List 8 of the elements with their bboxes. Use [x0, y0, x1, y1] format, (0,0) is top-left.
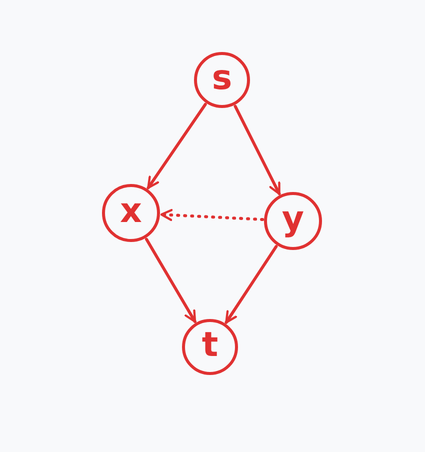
node-label: t [202, 328, 218, 362]
arrow [146, 102, 207, 190]
node-label: y [282, 202, 304, 236]
node-label: s [212, 61, 232, 95]
node-label: x [120, 194, 142, 228]
arrow [145, 238, 197, 324]
arrow [224, 244, 278, 324]
dotted-arrow [160, 208, 264, 222]
